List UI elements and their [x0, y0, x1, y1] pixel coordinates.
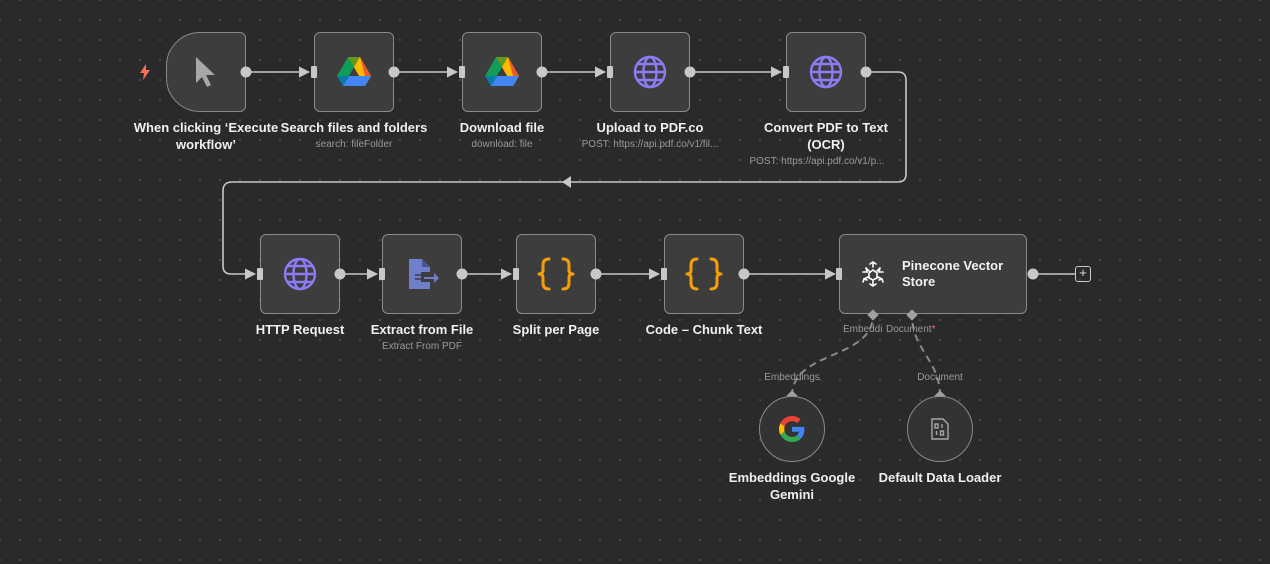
google-drive-icon: [485, 57, 519, 86]
google-drive-icon: [337, 57, 371, 86]
node-title: Search files and folders: [280, 120, 428, 135]
node-split-per-page[interactable]: [516, 234, 596, 314]
node-extract-from-file[interactable]: [382, 234, 462, 314]
edge-embeddings-pinecone: [791, 314, 874, 397]
node-download-file[interactable]: [462, 32, 542, 112]
port-label-embeddings: Embeddings: [764, 372, 820, 383]
node-title: When clicking ‘Execute workflow’: [133, 120, 279, 152]
output-port[interactable]: [738, 268, 750, 280]
required-marker: *: [931, 324, 936, 335]
edge-direction-arrow: [562, 176, 571, 188]
globe-icon: [633, 55, 667, 89]
node-title: Code – Chunk Text: [645, 322, 763, 337]
output-port[interactable]: [860, 66, 872, 78]
port-label-document: Document: [917, 372, 963, 383]
file-export-icon: [409, 259, 439, 289]
google-icon: [779, 416, 805, 442]
node-search-files[interactable]: [314, 32, 394, 112]
output-port[interactable]: [1027, 268, 1039, 280]
node-embeddings-google-gemini[interactable]: [759, 396, 825, 462]
node-title: Upload to PDF.co: [596, 120, 704, 135]
edge-loader-pinecone: [911, 314, 941, 397]
output-port[interactable]: [334, 268, 346, 280]
node-subtitle: search: fileFolder: [315, 139, 393, 150]
input-port[interactable]: [661, 268, 667, 280]
node-title: Pinecone Vector Store: [902, 258, 1004, 289]
input-port[interactable]: [836, 268, 842, 280]
pinecone-icon: [862, 261, 884, 287]
node-convert-pdf-ocr[interactable]: [786, 32, 866, 112]
globe-icon: [809, 55, 843, 89]
node-code-chunk-text[interactable]: [664, 234, 744, 314]
node-title: Split per Page: [512, 322, 600, 337]
port-label-embedding: Embeddi: [843, 324, 883, 335]
code-braces-icon: [537, 257, 575, 291]
cursor-icon: [196, 57, 215, 87]
add-node-button[interactable]: +: [1075, 266, 1091, 282]
node-subtitle: POST: https://api.pdf.co/v1/p...: [749, 156, 885, 167]
node-http-request[interactable]: [260, 234, 340, 314]
output-port[interactable]: [590, 268, 602, 280]
node-subtitle: POST: https://api.pdf.co/v1/fil...: [581, 139, 719, 150]
node-subtitle: Extract From PDF: [381, 341, 463, 352]
input-port[interactable]: [459, 66, 465, 78]
binary-file-icon: [931, 418, 949, 440]
input-port[interactable]: [783, 66, 789, 78]
node-title: HTTP Request: [255, 322, 345, 337]
code-braces-icon: [685, 257, 723, 291]
port-label-document: Document*: [886, 324, 936, 335]
globe-icon: [283, 257, 317, 291]
input-port[interactable]: [379, 268, 385, 280]
input-port[interactable]: [607, 66, 613, 78]
output-port[interactable]: [536, 66, 548, 78]
node-default-data-loader[interactable]: [907, 396, 973, 462]
node-manual-trigger[interactable]: [166, 32, 246, 112]
node-upload-pdfco[interactable]: [610, 32, 690, 112]
input-port[interactable]: [311, 66, 317, 78]
output-port[interactable]: [240, 66, 252, 78]
node-title: Convert PDF to Text (OCR): [764, 120, 888, 152]
node-pinecone-vector-store[interactable]: Pinecone Vector Store: [839, 234, 1027, 314]
node-title: Embeddings Google Gemini: [728, 470, 856, 502]
output-port[interactable]: [388, 66, 400, 78]
input-port[interactable]: [257, 268, 263, 280]
output-port[interactable]: [684, 66, 696, 78]
node-title: Default Data Loader: [878, 470, 1002, 485]
node-title: Download file: [459, 120, 545, 135]
output-port[interactable]: [456, 268, 468, 280]
input-port[interactable]: [513, 268, 519, 280]
node-subtitle: download: file: [471, 139, 533, 150]
node-title: Extract from File: [370, 322, 474, 337]
trigger-bolt-icon: [140, 64, 150, 80]
